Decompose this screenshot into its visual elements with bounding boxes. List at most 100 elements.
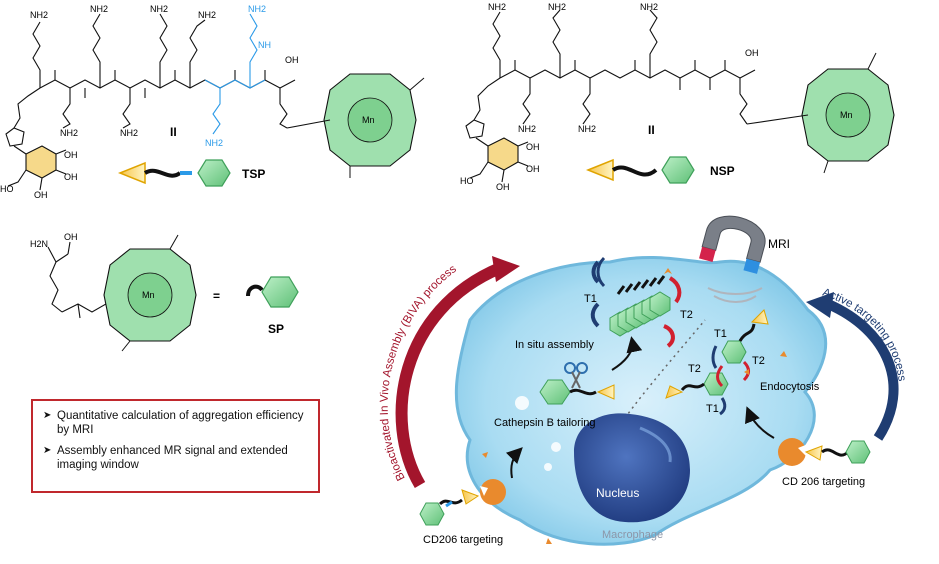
tsp-nh2-6: NH2 xyxy=(120,128,138,138)
nsp-nh2-2: NH2 xyxy=(548,2,566,12)
t2-arc xyxy=(663,324,675,348)
nsp-nh2-4: NH2 xyxy=(518,124,536,134)
uptake-arrow-left xyxy=(505,447,523,479)
nsp-gal-oh-3: OH xyxy=(496,182,510,192)
cd206-left-label: CD206 targeting xyxy=(423,534,503,546)
note-text-1: Quantitative calculation of aggregation … xyxy=(57,410,304,436)
uptake-arrow-right xyxy=(745,406,775,439)
sp-cartoon xyxy=(246,276,299,308)
note-item-1: ➤ Quantitative calculation of aggregatio… xyxy=(43,409,308,437)
nsp-inside-1 xyxy=(721,309,769,364)
t1-label-right-1: T1 xyxy=(714,328,727,340)
tsp-cartoon xyxy=(117,159,231,187)
tsp-break-mark: II xyxy=(170,125,177,139)
tsp-nh2-5: NH2 xyxy=(60,128,78,138)
tsp-nh2-3: NH2 xyxy=(150,4,168,14)
tsp-nh2-4: NH2 xyxy=(198,10,216,20)
scissors-icon xyxy=(564,362,588,389)
nsp-break-mark: II xyxy=(648,123,655,137)
tsp-gal-oh-3: OH xyxy=(34,190,48,200)
t1-label-stack: T1 xyxy=(584,293,597,305)
vesicle xyxy=(515,396,529,410)
vesicle xyxy=(551,442,561,452)
tsp-structure xyxy=(5,13,296,191)
note-text-2: Assembly enhanced MR signal and extended… xyxy=(57,445,288,471)
nsp-porphyrin xyxy=(801,52,895,174)
t2-arc xyxy=(668,276,682,304)
macrophage-label: Macrophage xyxy=(602,529,663,541)
tsp-gal-oh-2: OH xyxy=(64,172,78,182)
biva-arrow xyxy=(395,262,503,489)
mri-label: MRI xyxy=(768,237,790,251)
t1-arc xyxy=(596,256,606,288)
tsp-gal-ho: HO xyxy=(0,184,14,194)
sp-h2n: H2N xyxy=(30,239,48,249)
t2-arc xyxy=(716,365,724,388)
tsp-triazole xyxy=(5,127,25,147)
sp-porphyrin xyxy=(103,234,197,352)
nsp-backbone xyxy=(499,69,756,79)
nsp-oh: OH xyxy=(745,48,759,58)
tsp-arg-nh: NH xyxy=(258,40,271,50)
tsp-mn: Mn xyxy=(362,115,375,125)
nsp-probe-outside xyxy=(804,440,871,464)
cd206-right-label: CD 206 targeting xyxy=(782,476,865,488)
arrow-bullet-icon: ➤ xyxy=(43,410,52,421)
nsp-gal-ho: HO xyxy=(460,176,474,186)
tsp-lys-chain-5 xyxy=(62,88,71,129)
tsp-lys-chain-1 xyxy=(32,21,41,88)
sp-name: SP xyxy=(268,322,284,336)
sp-oh: OH xyxy=(64,232,78,242)
t2-label-right-2: T2 xyxy=(688,363,701,375)
cd206-receptor-left xyxy=(480,479,506,505)
cd206-receptor-right xyxy=(778,438,808,466)
active-targeting-arrow xyxy=(825,299,899,441)
assembly-arrow xyxy=(611,336,643,371)
tsp-lys-chain-4 xyxy=(189,19,206,88)
mri-magnet-icon xyxy=(699,215,766,274)
tsp-lys-chain-3 xyxy=(159,13,168,88)
nsp-nh2-1: NH2 xyxy=(488,2,506,12)
biva-arrowhead xyxy=(492,256,520,282)
active-arrowhead xyxy=(806,292,834,318)
tsp-arginines xyxy=(204,13,266,135)
t1-label-right-2: T1 xyxy=(706,403,719,415)
tsp-arg-nh2-bottom: NH2 xyxy=(205,138,223,148)
active-targeting-label: Active targeting process xyxy=(821,287,908,383)
tsp-nh2-1: NH2 xyxy=(30,10,48,20)
endocytosis-label: Endocytosis xyxy=(760,381,820,393)
tsp-oh: OH xyxy=(285,55,299,65)
surface-receptors xyxy=(482,268,787,544)
nsp-gal-oh-2: OH xyxy=(526,164,540,174)
nucleus-label: Nucleus xyxy=(596,486,639,500)
cathepsin-probe xyxy=(539,379,615,405)
nsp-cartoon xyxy=(585,156,695,184)
mri-wave xyxy=(713,295,757,303)
t2-label-right-1: T2 xyxy=(752,355,765,367)
sp-equals: = xyxy=(213,289,220,303)
tsp-probe-outside xyxy=(419,489,480,526)
t1-arc xyxy=(711,345,718,369)
t1-arc xyxy=(719,397,727,416)
dotted-path xyxy=(624,319,706,419)
arrow-bullet-icon: ➤ xyxy=(43,445,52,456)
nsp-galactose xyxy=(487,137,519,171)
summary-box: ➤ Quantitative calculation of aggregatio… xyxy=(31,399,320,493)
tsp-lys-chain-2 xyxy=(92,13,101,88)
nsp-inside-2 xyxy=(665,372,729,399)
cathepsin-label: Cathepsin B tailoring xyxy=(494,417,596,429)
tsp-galactose xyxy=(25,145,57,179)
note-item-2: ➤ Assembly enhanced MR signal and extend… xyxy=(43,444,308,472)
mri-wave xyxy=(707,287,763,295)
tsp-lys-chain-7 xyxy=(279,88,288,129)
tsp-name: TSP xyxy=(242,167,265,181)
tsp-gal-oh-1: OH xyxy=(64,150,78,160)
t1-arc xyxy=(591,260,600,284)
nsp-nh2-5: NH2 xyxy=(578,124,596,134)
nsp-name: NSP xyxy=(710,164,735,178)
tsp-nh2-2: NH2 xyxy=(90,4,108,14)
nsp-mn: Mn xyxy=(840,110,853,120)
t2-label-stack: T2 xyxy=(680,309,693,321)
nsp-structure xyxy=(465,9,756,183)
